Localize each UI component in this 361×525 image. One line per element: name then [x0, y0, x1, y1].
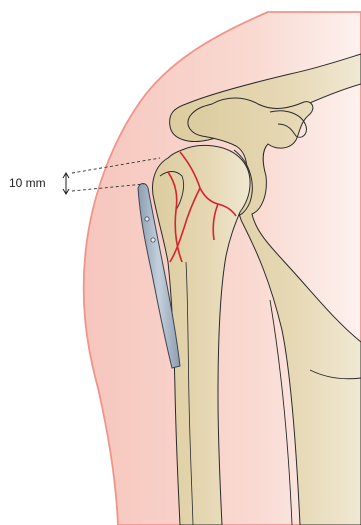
screw-hole-icon — [151, 238, 155, 242]
double-headed-vertical-arrow-icon — [63, 173, 69, 194]
screw-hole-icon — [145, 217, 149, 221]
measurement-label: 10 mm — [9, 176, 46, 190]
